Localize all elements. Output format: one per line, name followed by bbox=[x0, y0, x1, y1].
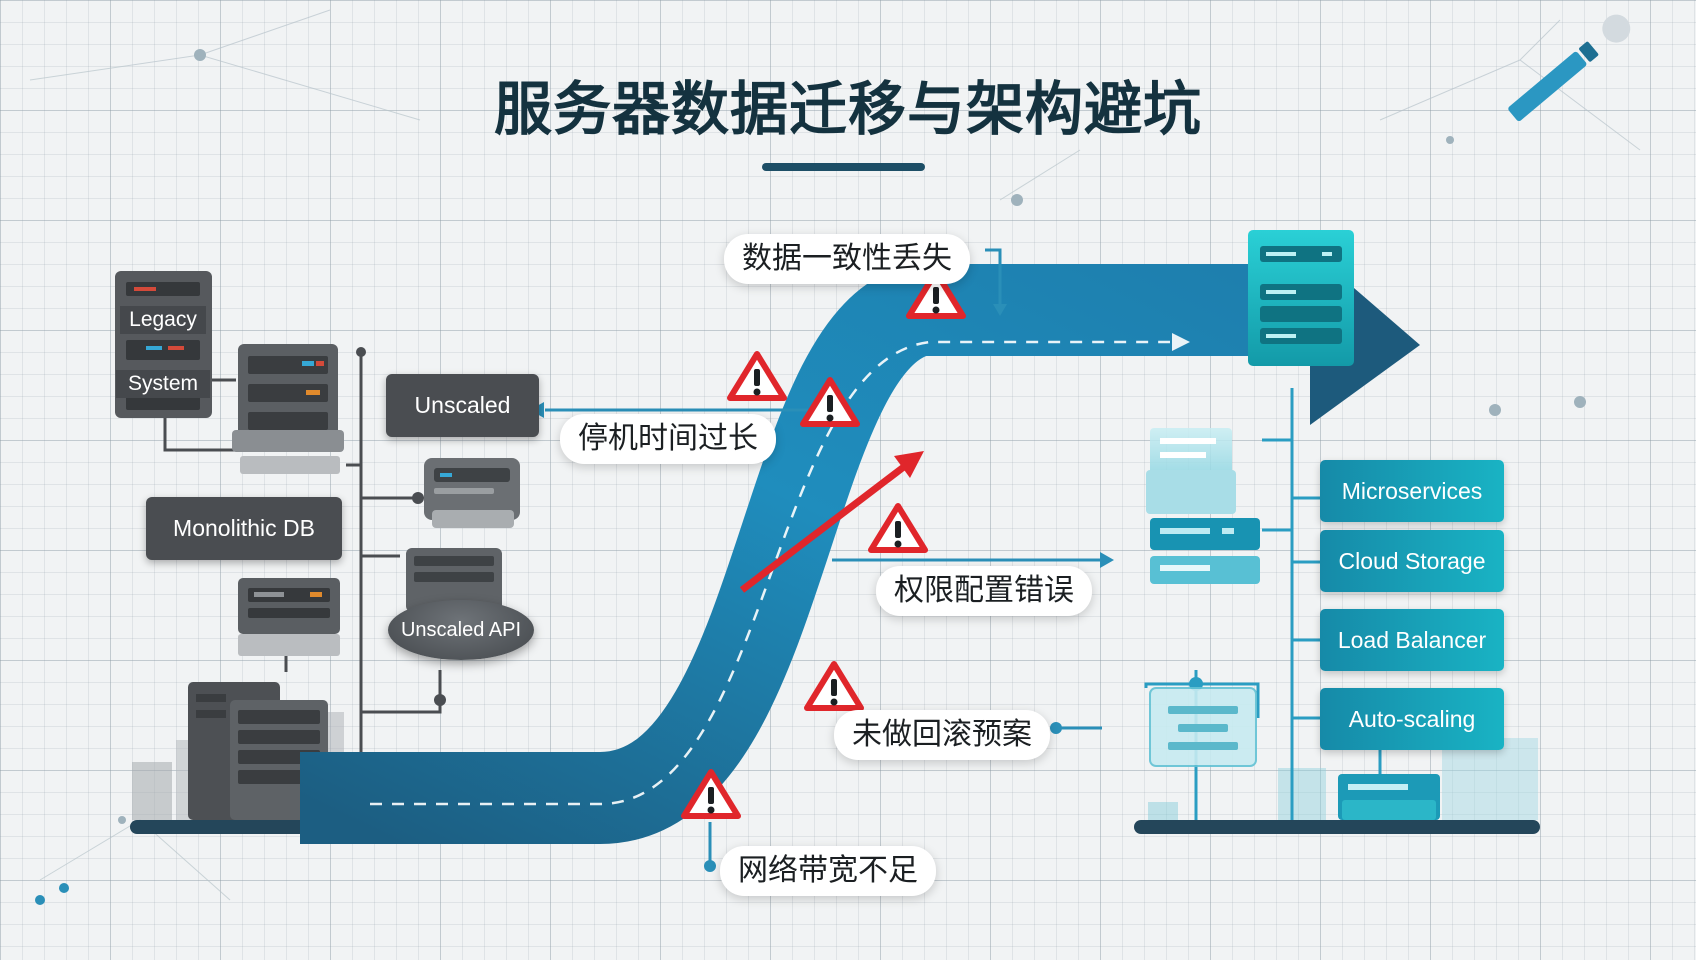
page-title: 服务器数据迁移与架构避坑 bbox=[493, 75, 1202, 143]
load-balancer-box: Load Balancer bbox=[1320, 609, 1504, 671]
microservices-box: Microservices bbox=[1320, 460, 1504, 522]
callout-connectors bbox=[545, 248, 1102, 862]
permissions-arrowhead bbox=[1100, 552, 1114, 568]
legacy-server-stack-1 bbox=[232, 344, 344, 474]
callout-permissions: 权限配置错误 bbox=[876, 566, 1092, 616]
callout-bandwidth: 网络带宽不足 bbox=[720, 846, 936, 896]
unscaled-box: Unscaled bbox=[386, 374, 539, 437]
legacy-system-label-line2: System bbox=[116, 370, 210, 398]
legacy-system-label-line1: Legacy bbox=[120, 306, 206, 334]
road-center-dashes bbox=[370, 340, 1170, 806]
background-dots bbox=[35, 49, 1586, 905]
cloud-target-server bbox=[1248, 230, 1354, 366]
road-dash-arrow bbox=[1172, 333, 1190, 351]
auto-scaling-box: Auto-scaling bbox=[1320, 688, 1504, 750]
rollback-dot bbox=[1050, 722, 1062, 734]
legacy-server-api bbox=[406, 548, 502, 612]
monolithic-db-box: Monolithic DB bbox=[146, 497, 342, 560]
callout-data-consistency: 数据一致性丢失 bbox=[724, 234, 970, 284]
cloud-skyline bbox=[1148, 738, 1538, 820]
warning-icon-bandwidth bbox=[681, 769, 741, 819]
warning-icon-consistency bbox=[906, 269, 966, 319]
cloud-server-stack bbox=[1146, 428, 1260, 584]
cloud-connectors bbox=[1144, 388, 1382, 820]
cloud-storage-box: Cloud Storage bbox=[1320, 530, 1504, 592]
pen-icon bbox=[1508, 14, 1631, 122]
bandwidth-dot bbox=[704, 860, 716, 872]
title-underline bbox=[762, 163, 925, 171]
callout-rollback: 未做回滚预案 bbox=[834, 710, 1050, 760]
legacy-monitor-server bbox=[238, 578, 340, 656]
callout-downtime: 停机时间过长 bbox=[560, 414, 776, 464]
cloud-bottom-servers bbox=[1338, 774, 1440, 820]
cloud-lb-node bbox=[1149, 687, 1257, 767]
warning-icon-downtime-right bbox=[800, 377, 860, 427]
red-direction-arrow bbox=[739, 451, 924, 593]
warning-icon-permissions bbox=[868, 503, 928, 553]
cloud-platform bbox=[1134, 820, 1540, 834]
consistency-arrowhead bbox=[993, 304, 1007, 316]
warning-icon-rollback bbox=[804, 661, 864, 711]
warning-icon-downtime-left bbox=[727, 351, 787, 401]
unscaled-api-node: Unscaled API bbox=[388, 600, 534, 660]
legacy-server-small bbox=[424, 458, 520, 528]
